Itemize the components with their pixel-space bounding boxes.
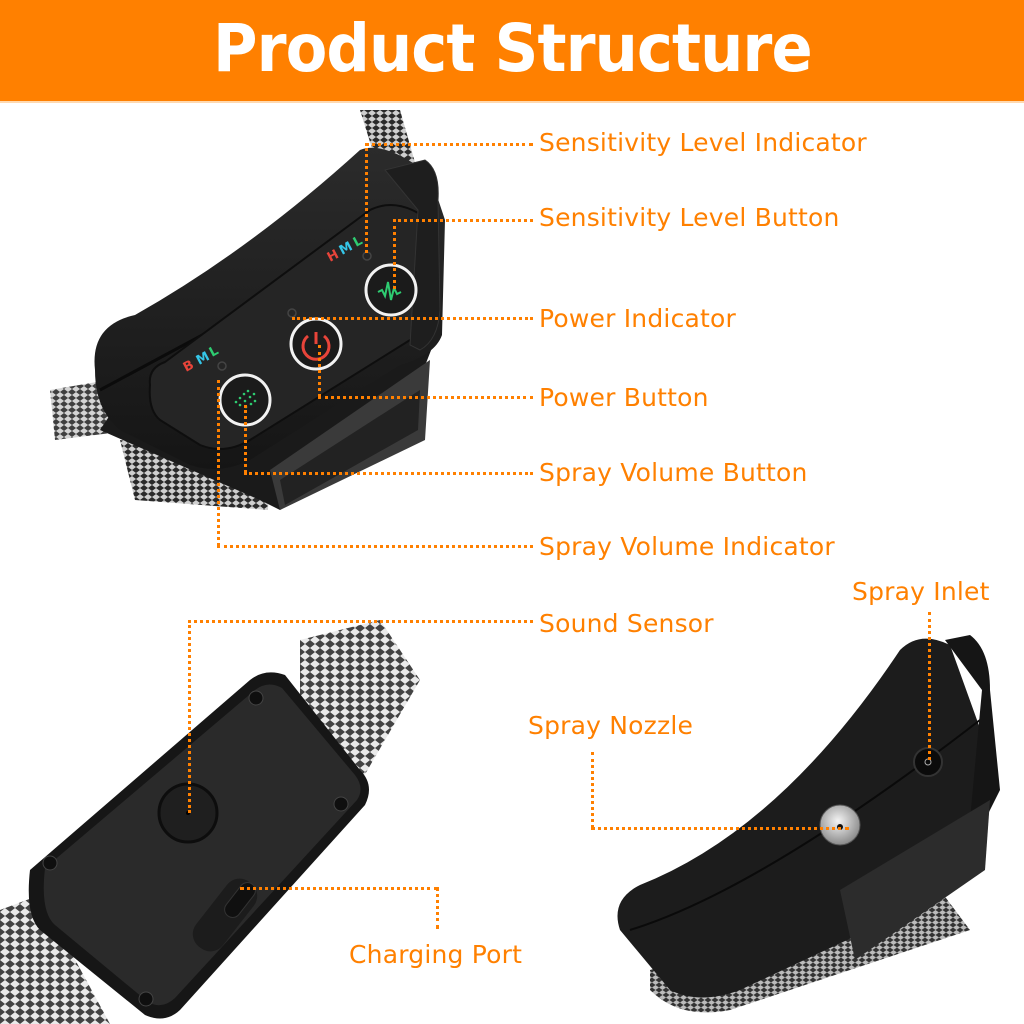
leader-spray-nozzle-v: [591, 752, 594, 828]
label-sensitivity-level-indicator: Sensitivity Level Indicator: [539, 128, 867, 157]
leader-spray-inlet-v: [928, 612, 931, 760]
page-title: Product Structure: [212, 10, 813, 87]
label-spray-volume-button: Spray Volume Button: [539, 458, 808, 487]
label-sound-sensor: Sound Sensor: [539, 609, 714, 638]
leader-spray-button-h: [244, 472, 533, 475]
header-banner: Product Structure: [0, 0, 1024, 103]
label-power-indicator: Power Indicator: [539, 304, 737, 333]
leader-spray-button-v: [244, 405, 247, 473]
leader-charging-port-h: [240, 887, 438, 890]
leader-sound-sensor-v: [188, 620, 191, 813]
leader-sens-indicator-h: [365, 143, 533, 146]
leader-spray-nozzle-h: [591, 827, 849, 830]
leader-sens-button-v: [393, 219, 396, 289]
leader-sens-button-h: [393, 219, 533, 222]
leader-power-button-h: [318, 396, 533, 399]
label-spray-volume-indicator: Spray Volume Indicator: [539, 532, 835, 561]
label-charging-port: Charging Port: [349, 940, 523, 969]
leader-power-indicator-h: [292, 317, 533, 320]
label-sensitivity-level-button: Sensitivity Level Button: [539, 203, 840, 232]
leader-charging-port-v: [436, 887, 439, 929]
collar-front-view: H M L B M L: [40, 110, 460, 530]
leader-spray-indicator-h: [217, 545, 533, 548]
leader-sound-sensor-h: [188, 620, 533, 623]
spray-letter-m: M: [194, 349, 212, 368]
label-spray-inlet: Spray Inlet: [852, 577, 990, 606]
collar-back-view: [0, 620, 420, 1024]
leader-sens-indicator-v: [365, 143, 368, 253]
collar-underside-view: [610, 630, 1024, 1024]
leader-power-button-v: [318, 345, 321, 397]
label-power-button: Power Button: [539, 383, 709, 412]
sensitivity-letter-m: M: [337, 239, 355, 258]
label-spray-nozzle: Spray Nozzle: [528, 711, 694, 740]
leader-spray-indicator-v: [217, 380, 220, 546]
